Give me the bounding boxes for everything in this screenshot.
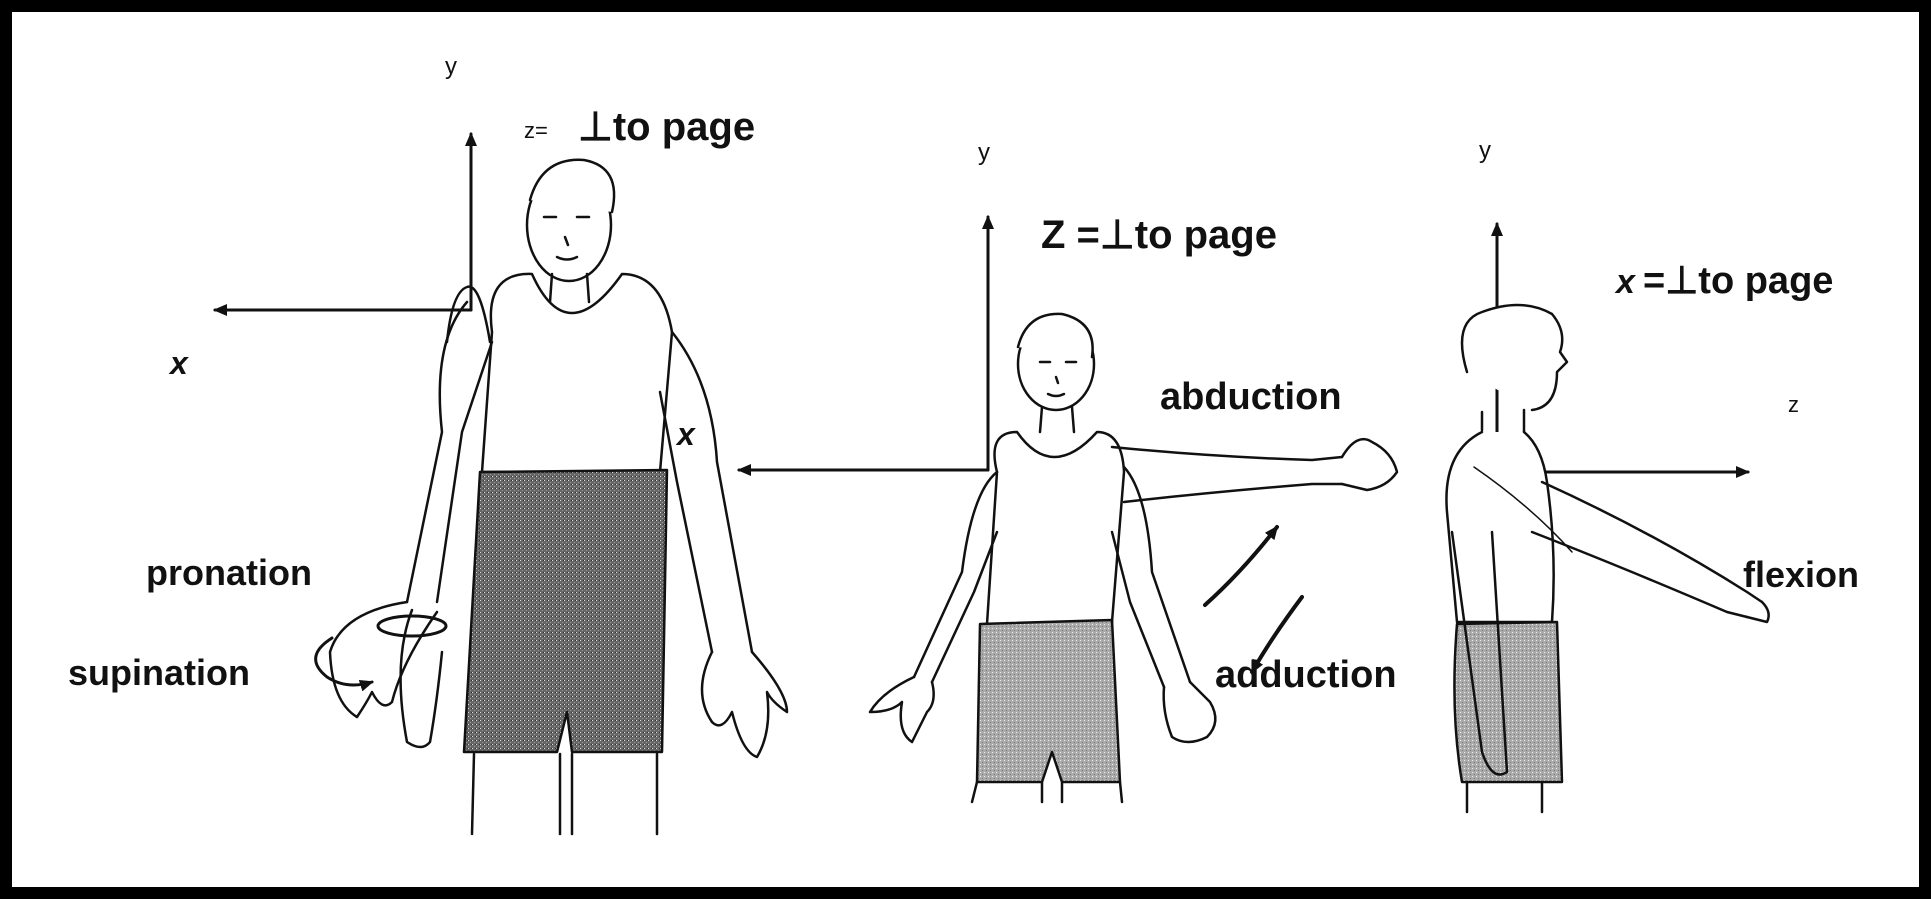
abduction-arrow-icon (1205, 527, 1277, 605)
abduction-label: abduction (1160, 376, 1342, 418)
fig1-arm-x-label: x (675, 416, 696, 452)
curved-rotation-arrow-icon (316, 638, 372, 685)
fig3-human-figure-side (1446, 305, 1768, 812)
fig1-z-label: ⊥to page (578, 105, 755, 149)
rotation-ring-icon (378, 616, 446, 636)
fig2-z-label: Z =⊥to page (1041, 213, 1277, 257)
figure-3-flexion: y x =⊥to page z flexion (1446, 137, 1859, 812)
fig3-y-label: y (1479, 137, 1491, 164)
figure-1-pronation-supination: y z= ⊥to page x x pronation supination (68, 53, 787, 834)
fig3-x-label: =⊥to page (1643, 260, 1833, 302)
flexion-label: flexion (1743, 554, 1859, 595)
diagram-canvas: y z= ⊥to page x x pronation supination (12, 12, 1919, 887)
fig2-y-label: y (978, 139, 990, 166)
anatomy-axes-diagram: y z= ⊥to page x x pronation supination (12, 12, 1919, 887)
fig1-y-label: y (445, 53, 457, 80)
pronation-label: pronation (146, 552, 312, 593)
adduction-label: adduction (1215, 654, 1397, 696)
fig3-x-italic-label: x (1614, 263, 1637, 301)
fig3-z-label: z (1788, 392, 1799, 417)
fig1-z-prefix: z= (524, 118, 548, 143)
figure-2-abduction-adduction: y Z =⊥to page abduction adduction (739, 139, 1397, 802)
fig1-human-figure-front (316, 160, 787, 834)
fig1-x-label: x (168, 345, 189, 381)
supination-label: supination (68, 652, 250, 693)
